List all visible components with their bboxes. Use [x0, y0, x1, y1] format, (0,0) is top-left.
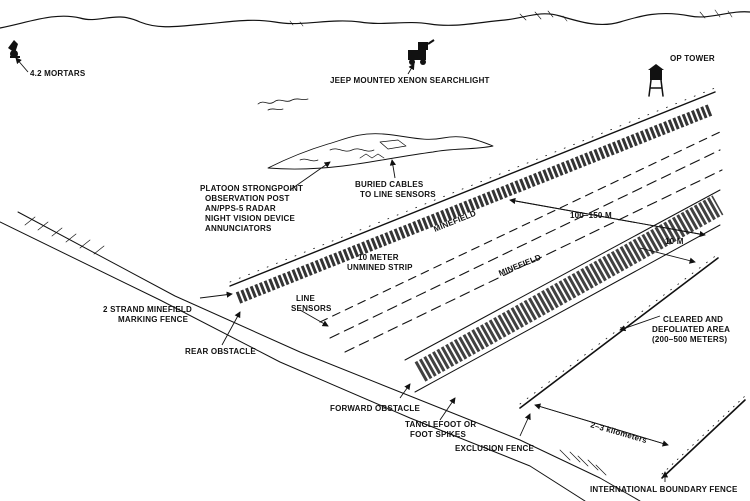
strongpoint-works [299, 139, 407, 162]
searchlight-jeep-icon [408, 39, 435, 65]
exclusion-area-fence [519, 257, 719, 409]
mountain-ridge [0, 11, 750, 29]
rear-fence-posts [229, 87, 716, 283]
leader-lines [15, 57, 669, 482]
label-strongpoint-1: PLATOON STRONGPOINT [200, 184, 303, 193]
label-tanglefoot-1: TANGLEFOOT OR [405, 420, 476, 429]
label-distance-km: 2–3 kilometers [589, 420, 648, 445]
label-buried-cables-2: TO LINE SENSORS [360, 190, 436, 199]
label-rear-obstacle: REAR OBSTACLE [185, 347, 256, 356]
label-strongpoint-4: NIGHT VISION DEVICE [205, 214, 295, 223]
mortar-icon [8, 40, 20, 58]
label-distance-10m: 10 M [665, 237, 684, 246]
ground-edge [17, 211, 641, 501]
label-exclusion-fence: EXCLUSION FENCE [455, 444, 534, 453]
label-line-sensors-2: SENSORS [291, 304, 332, 313]
label-unmined-1: 10 METER [358, 253, 399, 262]
label-marking-fence-1: 2 STRAND MINEFIELD [103, 305, 192, 314]
unmined-strip-line-2 [344, 169, 723, 353]
label-cleared-area-2: DEFOLIATED AREA [652, 325, 730, 334]
op-tower-icon [648, 64, 664, 97]
label-buried-cables-1: BURIED CABLES [355, 180, 424, 189]
boundary-fence-posts [661, 395, 746, 475]
label-tanglefoot-2: FOOT SPIKES [410, 430, 466, 439]
label-marking-fence-2: MARKING FENCE [118, 315, 189, 324]
label-searchlight: JEEP MOUNTED XENON SEARCHLIGHT [330, 76, 490, 85]
exclusion-fence-posts [519, 253, 719, 405]
label-cleared-area-3: (200–500 METERS) [652, 335, 727, 344]
forward-obstacle-band [414, 195, 724, 382]
label-unmined-2: UNMINED STRIP [347, 263, 413, 272]
terrain-hatching [24, 216, 607, 476]
rear-marking-fence [229, 91, 716, 287]
label-line-sensors-1: LINE [296, 294, 315, 303]
label-strongpoint-2: OBSERVATION POST [205, 194, 290, 203]
strongpoint-hill [267, 133, 494, 170]
label-op-tower: OP TOWER [670, 54, 715, 63]
upper-dashed-line [319, 131, 721, 323]
distance-arrow-100-150-back [509, 197, 706, 236]
unmined-strip-line-1 [329, 149, 721, 339]
mountain-ridge-shading [289, 9, 733, 27]
forward-obstacle-edge [404, 189, 721, 393]
label-boundary-fence: INTERNATIONAL BOUNDARY FENCE [590, 485, 738, 494]
label-strongpoint-5: ANNUNCIATORS [205, 224, 272, 233]
boundary-fence [661, 399, 746, 479]
label-minefield-lower: MINEFIELD [497, 253, 542, 278]
label-mortars: 4.2 MORTARS [30, 69, 86, 78]
scrub-terrain [257, 98, 309, 111]
distance-arrow-10m [639, 247, 696, 264]
label-forward-obstacle: FORWARD OBSTACLE [330, 404, 420, 413]
ground-edge-lower [0, 221, 586, 501]
label-distance-100-150: 100–150 M [570, 211, 612, 220]
label-strongpoint-3: AN/PPS-5 RADAR [205, 204, 276, 213]
distance-arrow-km-back [534, 403, 669, 446]
label-cleared-area-1: CLEARED AND [663, 315, 723, 324]
